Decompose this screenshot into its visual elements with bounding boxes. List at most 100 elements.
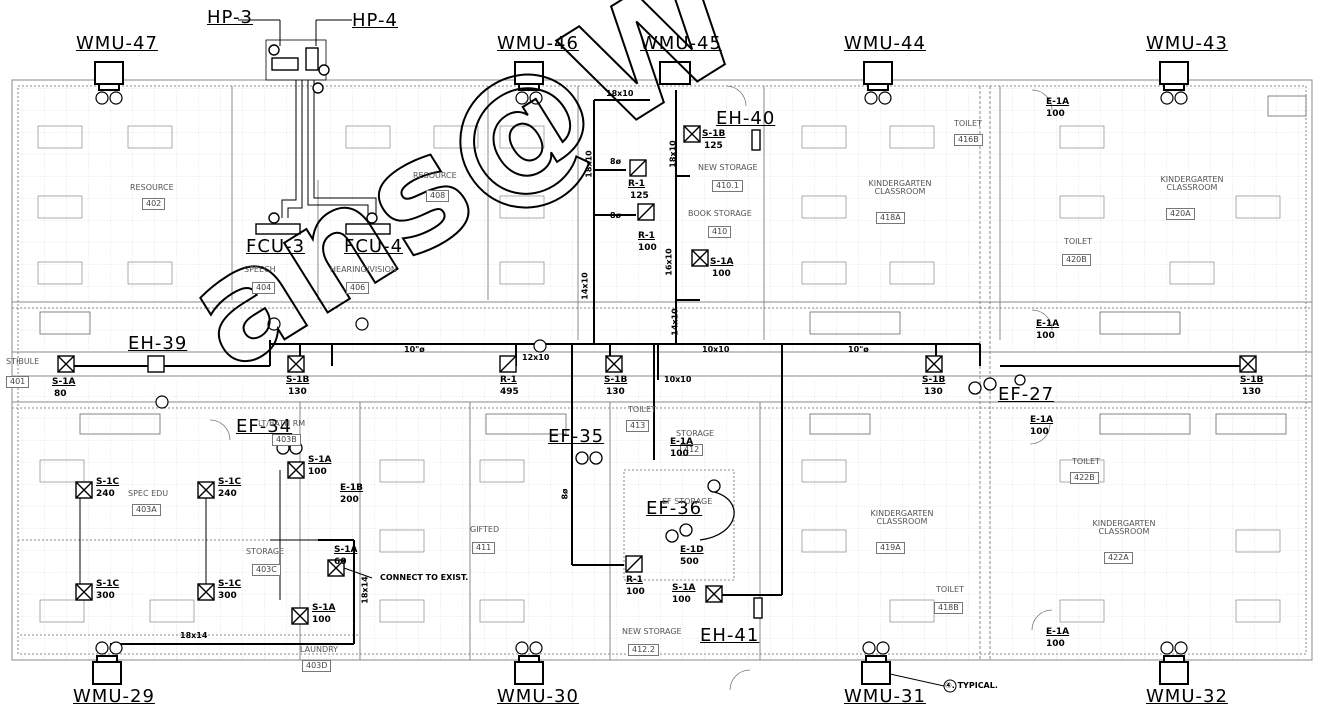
diffuser-e1a-100-a-cfm: 100 <box>1046 109 1065 119</box>
diffuser-s1c-240-b-cfm: 240 <box>218 489 237 499</box>
diffuser-s1a-60-cfm: 60 <box>334 557 347 567</box>
room-name-hearing: HEARING/VISION <box>330 265 397 274</box>
duct-size-8-c: 8ø <box>560 488 570 500</box>
diffuser-s1a-80-type: S-1A <box>52 377 76 387</box>
duct-size-16x10: 16x10 <box>664 248 674 276</box>
diffuser-s1c-300-a-cfm: 300 <box>96 591 115 601</box>
room-number-413: 413 <box>626 420 650 432</box>
diffuser-e1a-100-b-type: E-1A <box>1036 319 1060 329</box>
wmu-45-tag: WMU-45 <box>640 33 722 54</box>
room-number-401: 401 <box>6 376 30 388</box>
diffuser-s1c-240-a-cfm: 240 <box>96 489 115 499</box>
duct-size-18x10-top: 18x10 <box>606 89 634 98</box>
ef-35-tag: EF-35 <box>548 426 605 447</box>
diffuser-s1b-130-c-type: S-1B <box>922 375 946 385</box>
diffuser-s1c-240-b-type: S-1C <box>218 477 242 487</box>
diffuser-s1b-130-d-cfm: 130 <box>1242 387 1261 397</box>
room-name-spec-edu: SPEC EDU <box>128 489 169 498</box>
diffuser-e1a-100-d-type: E-1A <box>670 437 694 447</box>
duct-size-18x14: 18x14 <box>180 631 208 640</box>
diffuser-s1b-130-b-cfm: 130 <box>606 387 625 397</box>
room-number-418b: 418B <box>934 602 963 614</box>
diffuser-s1b-125-cfm: 125 <box>704 141 723 151</box>
room-name-storage-403c: STORAGE <box>246 547 285 556</box>
diffuser-e1b-200-type: E-1B <box>340 483 364 493</box>
wmu-29-tag: WMU-29 <box>73 686 155 707</box>
room-number-408: 408 <box>426 190 450 202</box>
ceiling-grid-south <box>12 380 1312 660</box>
light-fixtures <box>37 125 1281 623</box>
duct-size-18x10-v2: 18x10 <box>668 140 678 168</box>
room-name-gifted: GIFTED <box>470 525 500 534</box>
diffuser-s1a-100-mid-type: S-1A <box>308 455 332 465</box>
diffuser-s1c-300-a-type: S-1C <box>96 579 120 589</box>
duct-size-8-b: 8ø <box>610 211 622 220</box>
diffuser-s1b-130-b-type: S-1B <box>604 375 628 385</box>
room-name-new-storage-1: NEW STORAGE <box>698 163 758 172</box>
diffuser-s1a-100-eh41-cfm: 100 <box>672 595 691 605</box>
diffuser-r1-100-type: R-1 <box>638 231 655 241</box>
room-number-410: 410 <box>708 226 732 238</box>
diffuser-s1b-130-d-type: S-1B <box>1240 375 1264 385</box>
duct-size-12x10: 12x10 <box>522 353 550 362</box>
fcu-3-tag: FCU-3 <box>246 236 306 257</box>
diffuser-s1b-130-a-type: S-1B <box>286 375 310 385</box>
room-number-418a: 418A <box>876 212 905 224</box>
room-name-kinder-419a: KINDERGARTEN CLASSROOM <box>870 509 934 526</box>
room-name-toilet-bath: LT/BATH RM <box>258 419 306 428</box>
diffuser-s1c-300-b-cfm: 300 <box>218 591 237 601</box>
hp-4-tag: HP-4 <box>352 10 398 31</box>
note-connect-to-existing: CONNECT TO EXIST. <box>380 573 469 582</box>
refrigerant-piping <box>79 80 377 600</box>
wmu-43-tag: WMU-43 <box>1146 33 1228 54</box>
room-name-storage-412: STORAGE <box>676 429 715 438</box>
ef-36-tag: EF-36 <box>646 498 703 519</box>
diffusers <box>57 125 1257 625</box>
wall-mount-units <box>92 61 1189 685</box>
room-name-toilet-422b: TOILET <box>1072 457 1100 466</box>
room-name-toilet-420b: TOILET <box>1064 237 1092 246</box>
diffuser-s1a-100-low-cfm: 100 <box>312 615 331 625</box>
duct-size-8-a: 8ø <box>610 157 622 166</box>
diffuser-s1a-100-low-type: S-1A <box>312 603 336 613</box>
building-walls <box>11 79 1313 661</box>
room-number-419a: 419A <box>876 542 905 554</box>
room-name-ef-storage: EF STORAGE <box>662 497 713 506</box>
diffuser-e1b-200-cfm: 200 <box>340 495 359 505</box>
diffuser-s1a-60-type: S-1A <box>334 545 358 555</box>
diffuser-s1c-300-b-type: S-1C <box>218 579 242 589</box>
hp-3-tag: HP-3 <box>207 7 253 28</box>
duct-size-14x10-b: 14x10 <box>670 308 680 336</box>
fcu-4-tag: FCU-4 <box>344 236 404 257</box>
room-name-book-storage: BOOK STORAGE <box>688 209 752 218</box>
diffuser-s1b-130-c-cfm: 130 <box>924 387 943 397</box>
diffuser-e1a-100-c-type: E-1A <box>1030 415 1054 425</box>
eh-40-tag: EH-40 <box>716 108 776 129</box>
room-number-411: 411 <box>472 542 496 554</box>
room-name-toilet-416b: TOILET <box>954 119 982 128</box>
room-name-kinder-420a: KINDERGARTEN CLASSROOM <box>1160 175 1224 192</box>
wmu-46-tag: WMU-46 <box>497 33 579 54</box>
wmu-32-tag: WMU-32 <box>1146 686 1228 707</box>
room-name-resource-408: RESOURCE <box>413 171 457 180</box>
room-number-416b: 416B <box>954 134 983 146</box>
ef-27-tag: EF-27 <box>998 384 1055 405</box>
diffuser-s1a-100-top-type: S-1A <box>710 257 734 267</box>
ductwork <box>66 90 1240 645</box>
room-number-403c: 403C <box>252 564 281 576</box>
room-number-404: 404 <box>252 282 276 294</box>
wmu-30-tag: WMU-30 <box>497 686 579 707</box>
casework <box>39 95 1307 581</box>
duct-size-10-b: 10"ø <box>848 345 869 354</box>
diffuser-r1-125-cfm: 125 <box>630 191 649 201</box>
diffuser-r1-125-type: R-1 <box>628 179 645 189</box>
diffuser-r1-495-cfm: 495 <box>500 387 519 397</box>
diffuser-e1a-100-b-cfm: 100 <box>1036 331 1055 341</box>
diffuser-s1a-100-mid-cfm: 100 <box>308 467 327 477</box>
duct-size-18x14-v: 18x14 <box>360 576 370 604</box>
wmu-44-tag: WMU-44 <box>844 33 926 54</box>
diffuser-e1a-100-c-cfm: 100 <box>1030 427 1049 437</box>
diffuser-e1a-100-e-cfm: 100 <box>1046 639 1065 649</box>
room-name-speech: SPEECH <box>244 265 276 274</box>
